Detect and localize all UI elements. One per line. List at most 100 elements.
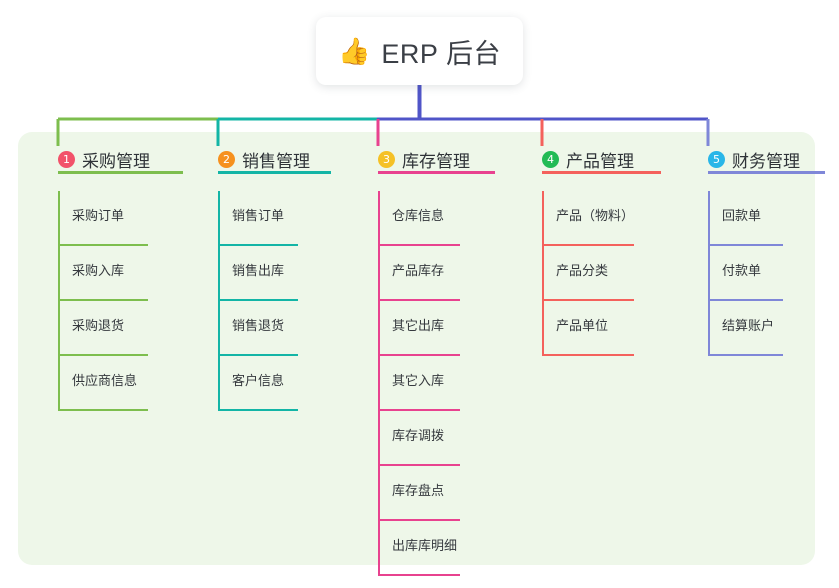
column-badge-5: 5 — [708, 150, 725, 168]
list-item[interactable]: 付款单 — [688, 246, 805, 301]
list-item-rule — [708, 354, 783, 356]
column-spine — [58, 191, 60, 411]
list-item[interactable]: 供应商信息 — [38, 356, 168, 411]
column-items: 产品（物料） 产品分类产品单位 — [522, 191, 656, 356]
list-item[interactable]: 库存调拨 — [358, 411, 489, 466]
list-item-rule — [542, 299, 634, 301]
list-item[interactable]: 仓库信息 — [358, 191, 489, 246]
column-header-5[interactable]: 5 财务管理 — [688, 144, 825, 174]
column-spine — [218, 191, 220, 411]
list-item-label: 库存调拨 — [392, 428, 445, 443]
list-item-label: 产品库存 — [392, 263, 445, 278]
list-item-rule — [58, 244, 148, 246]
column-items: 仓库信息产品库存其它出库其它入库库存调拨库存盘点出库库明细 — [358, 191, 489, 576]
list-item-label: 出库库明细 — [392, 538, 458, 553]
list-item[interactable]: 采购订单 — [38, 191, 168, 246]
list-item[interactable]: 其它出库 — [358, 301, 489, 356]
list-item-label: 销售退货 — [232, 318, 285, 333]
list-item[interactable]: 产品库存 — [358, 246, 489, 301]
list-item-label: 付款单 — [722, 263, 762, 278]
list-item-rule — [218, 244, 298, 246]
list-item[interactable]: 库存盘点 — [358, 466, 489, 521]
column-产品管理: 4 产品管理产品（物料） 产品分类产品单位 — [522, 144, 661, 356]
list-item-rule — [378, 409, 460, 411]
list-item-label: 供应商信息 — [72, 373, 138, 388]
list-item-rule — [378, 464, 460, 466]
list-item[interactable]: 出库库明细 — [358, 521, 489, 576]
column-badge-3: 3 — [378, 150, 395, 168]
diagram-panel — [18, 132, 815, 565]
column-header-2[interactable]: 2 销售管理 — [198, 144, 331, 174]
column-items: 回款单付款单结算账户 — [688, 191, 805, 356]
list-item-rule — [218, 299, 298, 301]
list-item-label: 其它出库 — [392, 318, 445, 333]
column-采购管理: 1 采购管理采购订单采购入库采购退货供应商信息 — [38, 144, 183, 411]
list-item-label: 采购订单 — [72, 208, 125, 223]
column-header-rule — [708, 171, 825, 174]
column-财务管理: 5 财务管理回款单付款单结算账户 — [688, 144, 825, 356]
list-item-rule — [58, 409, 148, 411]
list-item-label: 产品分类 — [556, 263, 609, 278]
root-node-label: ERP 后台 — [381, 38, 501, 69]
column-title: 销售管理 — [242, 151, 310, 171]
list-item-label: 采购入库 — [72, 263, 125, 278]
list-item[interactable]: 采购入库 — [38, 246, 168, 301]
list-item-label: 库存盘点 — [392, 483, 445, 498]
list-item-rule — [378, 299, 460, 301]
column-badge-2: 2 — [218, 150, 235, 168]
column-badge-1: 1 — [58, 150, 75, 168]
list-item-label: 结算账户 — [722, 318, 775, 333]
column-header-1[interactable]: 1 采购管理 — [38, 144, 183, 174]
column-title: 财务管理 — [732, 151, 800, 171]
list-item[interactable]: 产品分类 — [522, 246, 656, 301]
column-库存管理: 3 库存管理仓库信息产品库存其它出库其它入库库存调拨库存盘点出库库明细 — [358, 144, 495, 576]
list-item-rule — [378, 244, 460, 246]
list-item[interactable]: 结算账户 — [688, 301, 805, 356]
column-title: 库存管理 — [402, 151, 470, 171]
list-item-label: 回款单 — [722, 208, 762, 223]
list-item[interactable]: 产品单位 — [522, 301, 656, 356]
list-item-rule — [218, 409, 298, 411]
list-item-rule — [542, 354, 634, 356]
list-item-rule — [58, 299, 148, 301]
list-item-label: 其它入库 — [392, 373, 445, 388]
thumbs-up-emoji: 👍 — [338, 36, 371, 66]
list-item-rule — [708, 299, 783, 301]
column-spine — [542, 191, 544, 356]
column-spine — [378, 191, 380, 576]
list-item[interactable]: 其它入库 — [358, 356, 489, 411]
list-item[interactable]: 产品（物料） — [522, 191, 656, 246]
list-item[interactable]: 客户信息 — [198, 356, 325, 411]
list-item-rule — [378, 354, 460, 356]
column-items: 采购订单采购入库采购退货供应商信息 — [38, 191, 168, 411]
list-item-label: 产品（物料） — [556, 208, 635, 223]
list-item[interactable]: 销售订单 — [198, 191, 325, 246]
column-items: 销售订单销售出库销售退货客户信息 — [198, 191, 325, 411]
column-badge-4: 4 — [542, 150, 559, 168]
list-item[interactable]: 销售出库 — [198, 246, 325, 301]
column-header-4[interactable]: 4 产品管理 — [522, 144, 661, 174]
list-item[interactable]: 销售退货 — [198, 301, 325, 356]
list-item[interactable]: 回款单 — [688, 191, 805, 246]
column-header-rule — [58, 171, 183, 174]
column-header-rule — [218, 171, 331, 174]
list-item-rule — [708, 244, 783, 246]
list-item-rule — [378, 574, 460, 576]
list-item-label: 采购退货 — [72, 318, 125, 333]
column-header-3[interactable]: 3 库存管理 — [358, 144, 495, 174]
list-item-label: 客户信息 — [232, 373, 285, 388]
column-title: 产品管理 — [566, 151, 634, 171]
list-item-label: 销售出库 — [232, 263, 285, 278]
list-item-rule — [542, 244, 634, 246]
root-node[interactable]: 👍 ERP 后台 — [316, 17, 523, 85]
column-销售管理: 2 销售管理销售订单销售出库销售退货客户信息 — [198, 144, 331, 411]
list-item-label: 仓库信息 — [392, 208, 445, 223]
list-item-label: 销售订单 — [232, 208, 285, 223]
list-item[interactable]: 采购退货 — [38, 301, 168, 356]
list-item-label: 产品单位 — [556, 318, 609, 333]
column-title: 采购管理 — [82, 151, 150, 171]
column-spine — [708, 191, 710, 356]
list-item-rule — [218, 354, 298, 356]
